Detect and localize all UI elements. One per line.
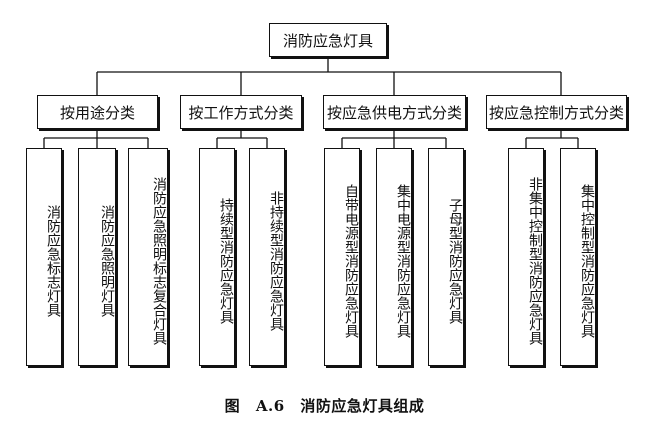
leaf-node-label: 非持续型消防应急灯具 xyxy=(268,191,284,331)
leaf-node-label: 集中电源型消防应急灯具 xyxy=(395,184,411,338)
leaf-node-non-central-control-lamp: 非集中控制型消防应急灯具 xyxy=(508,148,544,366)
leaf-node-non-maintained-lamp: 非持续型消防应急灯具 xyxy=(249,148,285,366)
leaf-node-lighting-lamp: 消防应急照明灯具 xyxy=(78,148,116,366)
leaf-node-label: 消防应急照明灯具 xyxy=(99,205,115,317)
leaf-node-label: 集中控制型消防应急灯具 xyxy=(579,184,595,338)
leaf-node-label: 消防应急标志灯具 xyxy=(45,205,61,317)
group-node-label: 按应急供电方式分类 xyxy=(326,103,462,122)
leaf-node-label: 子母型消防应急灯具 xyxy=(447,198,463,324)
leaf-node-label: 持续型消防应急灯具 xyxy=(218,198,234,324)
figure-title: 消防应急灯具组成 xyxy=(300,397,425,415)
leaf-node-composite-lamp: 消防应急照明标志复合灯具 xyxy=(128,148,168,366)
leaf-node-sign-lamp: 消防应急标志灯具 xyxy=(26,148,62,366)
leaf-node-parent-child-lamp: 子母型消防应急灯具 xyxy=(428,148,464,366)
group-node-by-use: 按用途分类 xyxy=(37,95,158,129)
root-node-label: 消防应急灯具 xyxy=(282,31,373,50)
leaf-node-label: 消防应急照明标志复合灯具 xyxy=(151,177,167,345)
group-node-label: 按应急控制方式分类 xyxy=(488,103,624,122)
leaf-node-maintained-lamp: 持续型消防应急灯具 xyxy=(199,148,235,366)
figure-caption: 图 A.6 消防应急灯具组成 xyxy=(0,395,649,416)
group-node-label: 按用途分类 xyxy=(59,103,135,122)
group-node-by-working-mode: 按工作方式分类 xyxy=(180,95,302,129)
leaf-node-label: 非集中控制型消防应急灯具 xyxy=(527,177,543,345)
root-node: 消防应急灯具 xyxy=(269,23,387,57)
leaf-node-label: 自带电源型消防应急灯具 xyxy=(343,184,359,338)
group-node-by-control-mode: 按应急控制方式分类 xyxy=(486,95,627,129)
group-node-label: 按工作方式分类 xyxy=(188,103,294,122)
group-node-by-power-supply: 按应急供电方式分类 xyxy=(323,95,466,129)
figure-number: 图 A.6 xyxy=(224,397,285,415)
leaf-node-central-power-lamp: 集中电源型消防应急灯具 xyxy=(376,148,412,366)
leaf-node-self-contained-lamp: 自带电源型消防应急灯具 xyxy=(324,148,360,366)
leaf-node-central-control-lamp: 集中控制型消防应急灯具 xyxy=(560,148,596,366)
